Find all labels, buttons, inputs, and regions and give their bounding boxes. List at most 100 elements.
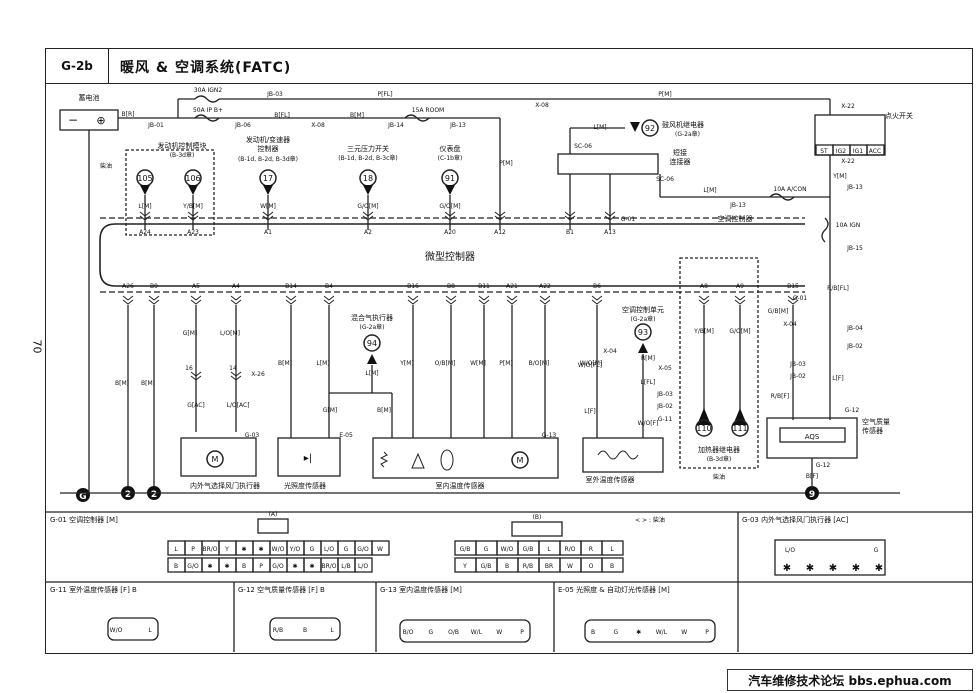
incar-sensor-box bbox=[372, 437, 559, 479]
x26b-chevron-icon bbox=[230, 371, 242, 381]
incar-sensor-label: 室内温度传感器 bbox=[436, 481, 485, 490]
aqs-name-label: 传感器 bbox=[862, 426, 883, 435]
ground-2a-icon-label: 2 bbox=[125, 490, 131, 500]
bottom-pin-label-12: A8 bbox=[700, 283, 708, 290]
g12-connector-title: G-12 空气质量传感器 [F] B bbox=[238, 585, 325, 594]
bottom-pin-chevron-icon bbox=[734, 295, 746, 305]
x08-label: X-08 bbox=[311, 122, 325, 129]
ecm-tcm-label: 发动机/变速器 bbox=[246, 135, 290, 144]
fuse-50a-icon bbox=[194, 114, 220, 122]
bottom-wire-label-7: O/B[M] bbox=[435, 360, 456, 367]
aqs-label: AQS bbox=[805, 433, 820, 441]
top-pin-chevron-icon bbox=[494, 211, 506, 221]
aqs-name-label: 空气质量 bbox=[862, 417, 890, 426]
bottom-pin-label-7: B8 bbox=[447, 283, 455, 290]
connector-b-pin: G/B bbox=[460, 546, 471, 553]
top-pin-label-3: A2 bbox=[364, 229, 372, 236]
g03-star-icon: ✱ bbox=[806, 563, 814, 574]
bottom-wire-label-8: W[M] bbox=[470, 360, 486, 367]
connector-b-pin: G/B bbox=[481, 563, 492, 570]
bottom-wire-label-9: P[M] bbox=[499, 360, 512, 367]
wire-l-f-b-label: L[F] bbox=[832, 375, 843, 382]
bottom-wire-label-5: L[M] bbox=[316, 360, 329, 367]
intake-actuator-label: 内外气选择风门执行器 bbox=[190, 481, 260, 490]
photo-sensor-label: 光照度传感器 bbox=[284, 481, 326, 490]
connector-a-pin: L/B bbox=[341, 563, 350, 570]
ign-terminal-label: IG1 bbox=[853, 148, 863, 155]
wire-r-b-fl-label: R/B[FL] bbox=[827, 285, 849, 292]
page-title: 暖风 & 空调系统(FATC) bbox=[120, 60, 292, 76]
heater-relay-ref-label: (B-3d章) bbox=[707, 455, 732, 463]
wire-b-m-label: B[M] bbox=[350, 112, 364, 119]
bottom-wire-label-2: G[M] bbox=[183, 330, 198, 337]
battery-minus-icon: − bbox=[68, 113, 78, 127]
micro-controller-label: 微型控制器 bbox=[425, 250, 475, 263]
ecm-ref-label: (B-3d章) bbox=[170, 151, 195, 159]
connector-a-pin: G/O bbox=[187, 563, 199, 570]
motor-icon bbox=[206, 450, 224, 468]
g13-connector-pin: B/O bbox=[403, 629, 414, 636]
mix-actuator-arrow-icon bbox=[367, 354, 377, 364]
bottom-wire-label-0: B[M] bbox=[115, 380, 129, 387]
heater-wire-label-1: G/O[M] bbox=[729, 328, 750, 335]
jb04-label: JB-04 bbox=[846, 325, 863, 332]
connector-a-pin: B bbox=[174, 563, 178, 570]
intake-actuator-box bbox=[180, 437, 257, 477]
bottom-pin-label-2: A5 bbox=[192, 283, 200, 290]
bottom-wire-label-4: B[M] bbox=[278, 360, 292, 367]
pin-16-label: 16 bbox=[185, 365, 193, 372]
bottom-pin-label-13: A9 bbox=[736, 283, 744, 290]
photo-sensor-box bbox=[277, 437, 341, 477]
g03-star-icon: ✱ bbox=[852, 563, 860, 574]
connector-a-cell bbox=[371, 540, 390, 556]
bottom-pin-label-9: A21 bbox=[506, 283, 518, 290]
blower-relay-circle bbox=[641, 119, 659, 137]
connector-b-pin: O bbox=[589, 563, 594, 570]
bottom-pin-chevron-icon bbox=[787, 295, 799, 305]
g01-top-label: G-01 bbox=[621, 216, 636, 223]
connector-b-pin: BR bbox=[545, 563, 553, 570]
wire-g-ac-label: G[AC] bbox=[187, 402, 205, 409]
g01-bottom-label: G-01 bbox=[793, 295, 808, 302]
connector-a-pin: L/O bbox=[358, 563, 368, 570]
ign-terminal-label: IG2 bbox=[836, 148, 846, 155]
mix-g-label: G[M] bbox=[323, 407, 338, 414]
ign-terminal-box bbox=[866, 144, 885, 156]
bottom-pin-chevron-icon bbox=[591, 295, 603, 305]
page-code: G-2b bbox=[46, 49, 109, 83]
top-pin-chevron-icon bbox=[139, 211, 151, 221]
ac-control-unit-circle bbox=[634, 323, 652, 341]
wire-l-o-ac-label: L/O[AC] bbox=[227, 402, 250, 409]
connector-b-pin: W/O bbox=[501, 546, 514, 553]
blower-relay-label: 鼓风机继电器 bbox=[662, 120, 704, 129]
wire-y-m-label: Y[M] bbox=[832, 173, 847, 180]
connector-a-pin: P bbox=[259, 563, 263, 570]
fuse-30a-icon bbox=[194, 95, 220, 103]
g12-bottom-label: G-12 bbox=[816, 462, 831, 469]
connector-b-pin: R/O bbox=[565, 546, 576, 553]
battery-label: 蓄电池 bbox=[79, 93, 100, 102]
sc06b-label: SC-06 bbox=[656, 176, 674, 183]
wire-p-m-label: P[M] bbox=[499, 160, 512, 167]
top-pin-label-5: A12 bbox=[494, 229, 506, 236]
connector-a-pin: B bbox=[242, 563, 246, 570]
ignition-switch-label: 点火开关 bbox=[885, 111, 913, 120]
g12-connector-pin: R/B bbox=[273, 627, 283, 634]
g11-connector-pin: L bbox=[148, 627, 152, 634]
heater-diesel-label: 柴油 bbox=[713, 473, 725, 481]
wire-p-fl-label: P[FL] bbox=[377, 91, 392, 98]
ac-control-unit-arrow-icon bbox=[638, 343, 648, 353]
bottom-wire-label-1: B[M] bbox=[141, 380, 155, 387]
bottom-pin-chevron-icon bbox=[148, 295, 160, 305]
short-connector-box bbox=[557, 153, 659, 175]
ac-control-unit-ref-label: (G-2a章) bbox=[631, 315, 656, 323]
sc06-label: SC-06 bbox=[574, 143, 592, 150]
jb03-label: JB-03 bbox=[266, 91, 283, 98]
bottom-pin-chevron-icon bbox=[190, 295, 202, 305]
wire-l-m-a-label: L[M] bbox=[703, 187, 716, 194]
ac-control-unit-label: 空调控制单元 bbox=[622, 305, 664, 314]
bottom-pin-label-3: A4 bbox=[232, 283, 240, 290]
g12-connector-pin: B bbox=[303, 627, 307, 634]
connector-b-pin: Y bbox=[462, 563, 467, 570]
wire-g-b-m-label: G/B[M] bbox=[768, 308, 789, 315]
